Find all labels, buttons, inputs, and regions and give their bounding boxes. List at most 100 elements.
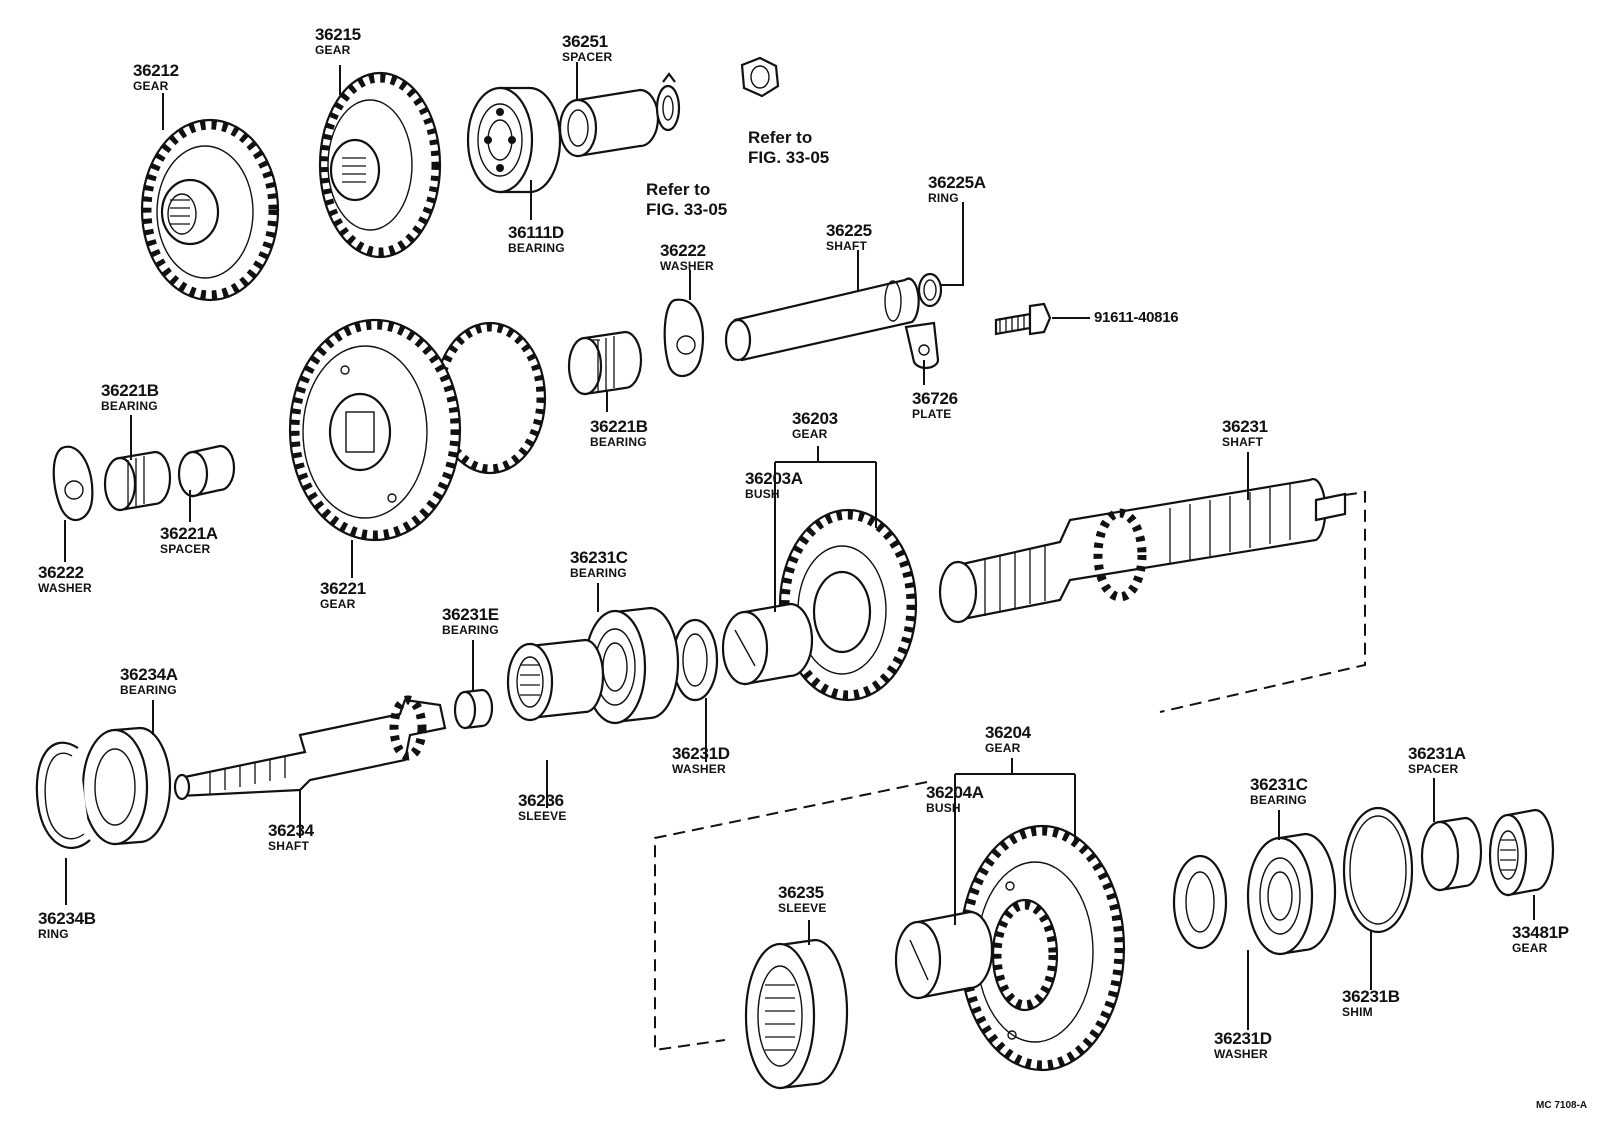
bearing-36221B-middle-drawing [567, 330, 643, 396]
label-36215: 36215 GEAR [315, 26, 361, 56]
label-36225: 36225 SHAFT [826, 222, 872, 252]
part-name: RING [928, 191, 959, 205]
ring-36234B-drawing [35, 741, 91, 850]
part-number: 36231C [570, 548, 628, 567]
part-name: GEAR [985, 741, 1021, 755]
washer-36222-upper-drawing [663, 298, 704, 378]
label-36212: 36212 GEAR [133, 62, 179, 92]
bearing-36231E-drawing [453, 688, 494, 730]
part-number: 36203 [792, 409, 838, 428]
part-number: 36231C [1250, 775, 1308, 794]
shaft-36234-drawing [173, 695, 447, 801]
part-name: WASHER [660, 259, 714, 273]
part-name: SHAFT [826, 239, 867, 253]
label-36204A: 36204A BUSH [926, 784, 984, 814]
part-number: 36225 [826, 221, 872, 240]
shim-36231B-drawing [1342, 806, 1414, 934]
part-name: GEAR [133, 79, 169, 93]
label-36234B: 36234B RING [38, 910, 96, 940]
gear-36212-drawing [140, 118, 280, 302]
part-name: BEARING [590, 435, 647, 449]
part-number: 36231A [1408, 744, 1466, 763]
part-number: 36111D [508, 223, 564, 242]
gear-36204-drawing [958, 824, 1126, 1072]
part-name: SPACER [562, 50, 613, 64]
bush-36204A-drawing [894, 910, 994, 1000]
bolt-91611-40816-drawing [994, 302, 1052, 336]
gear-33481P-drawing [1488, 808, 1555, 897]
part-name: GEAR [315, 43, 351, 57]
label-36726: 36726 PLATE [912, 390, 958, 420]
sleeve-36235-drawing [744, 938, 849, 1090]
label-36231C-upper: 36231C BEARING [570, 549, 628, 579]
figure-code: MC 7108-A [1536, 1100, 1588, 1111]
part-number: 36251 [562, 32, 608, 51]
label-33481P: 33481P GEAR [1512, 924, 1569, 954]
label-36231C-lower: 36231C BEARING [1250, 776, 1308, 806]
label-36221A: 36221A SPACER [160, 525, 218, 555]
part-number: 36222 [660, 241, 706, 260]
label-36222-left: 36222 WASHER [38, 564, 92, 594]
part-name: WASHER [1214, 1047, 1268, 1061]
part-name: WASHER [672, 762, 726, 776]
part-name: GEAR [792, 427, 828, 441]
washer-36231D-upper-drawing [671, 618, 719, 702]
label-36231: 36231 SHAFT [1222, 418, 1268, 448]
label-36231A: 36231A SPACER [1408, 745, 1466, 775]
part-number: 36231B [1342, 987, 1400, 1006]
part-name: SPACER [1408, 762, 1459, 776]
label-36221: 36221 GEAR [320, 580, 366, 610]
part-number: 36221A [160, 524, 218, 543]
reference-note-nut: Refer to FIG. 33-05 [748, 128, 829, 167]
part-name: BEARING [570, 566, 627, 580]
part-name: WASHER [38, 581, 92, 595]
bush-36203A-drawing [721, 602, 814, 686]
label-91611-40816: 91611-40816 [1094, 309, 1179, 326]
shaft-36225-drawing [724, 277, 920, 362]
gear-36221-drawing [288, 318, 547, 542]
bearing-36231C-upper-drawing [583, 606, 680, 725]
plate-36726-drawing [904, 321, 940, 369]
part-number: 36215 [315, 25, 361, 44]
label-36251: 36251 SPACER [562, 33, 612, 63]
part-name: BUSH [745, 487, 780, 501]
part-number: 36726 [912, 389, 958, 408]
part-number: 36204 [985, 723, 1031, 742]
part-number: 36231 [1222, 417, 1268, 436]
part-name: SPACER [160, 542, 211, 556]
part-name: SHIM [1342, 1005, 1373, 1019]
label-36111D: 36111D BEARING [508, 224, 565, 254]
label-36222-upper: 36222 WASHER [660, 242, 714, 272]
part-number: 36203A [745, 469, 803, 488]
part-name: BUSH [926, 801, 961, 815]
part-name: BEARING [101, 399, 158, 413]
part-number: 36225A [928, 173, 986, 192]
part-number: 36231D [672, 744, 730, 763]
part-number: 36221B [590, 417, 648, 436]
label-36231B: 36231B SHIM [1342, 988, 1400, 1018]
bearing-36234A-drawing [81, 726, 172, 846]
lock-washer-drawing [655, 72, 681, 132]
sleeve-36236-drawing [506, 638, 605, 722]
part-name: RING [38, 927, 69, 941]
reference-line-1: Refer to [646, 180, 711, 199]
bearing-36231C-lower-drawing [1246, 832, 1337, 956]
part-number: 36234 [268, 821, 314, 840]
label-36221B-middle: 36221B BEARING [590, 418, 648, 448]
part-number: 36234B [38, 909, 96, 928]
part-name: BEARING [508, 241, 565, 255]
part-number: 91611-40816 [1094, 309, 1179, 326]
part-number: 36204A [926, 783, 984, 802]
part-name: BEARING [120, 683, 177, 697]
label-36203: 36203 GEAR [792, 410, 838, 440]
part-name: SHAFT [1222, 435, 1263, 449]
part-name: SLEEVE [778, 901, 827, 915]
part-number: 36231D [1214, 1029, 1272, 1048]
label-36234A: 36234A BEARING [120, 666, 178, 696]
label-36231D-lower: 36231D WASHER [1214, 1030, 1272, 1060]
part-number: 36236 [518, 791, 564, 810]
label-36231E: 36231E BEARING [442, 606, 499, 636]
spacer-36221A-drawing [177, 444, 236, 498]
